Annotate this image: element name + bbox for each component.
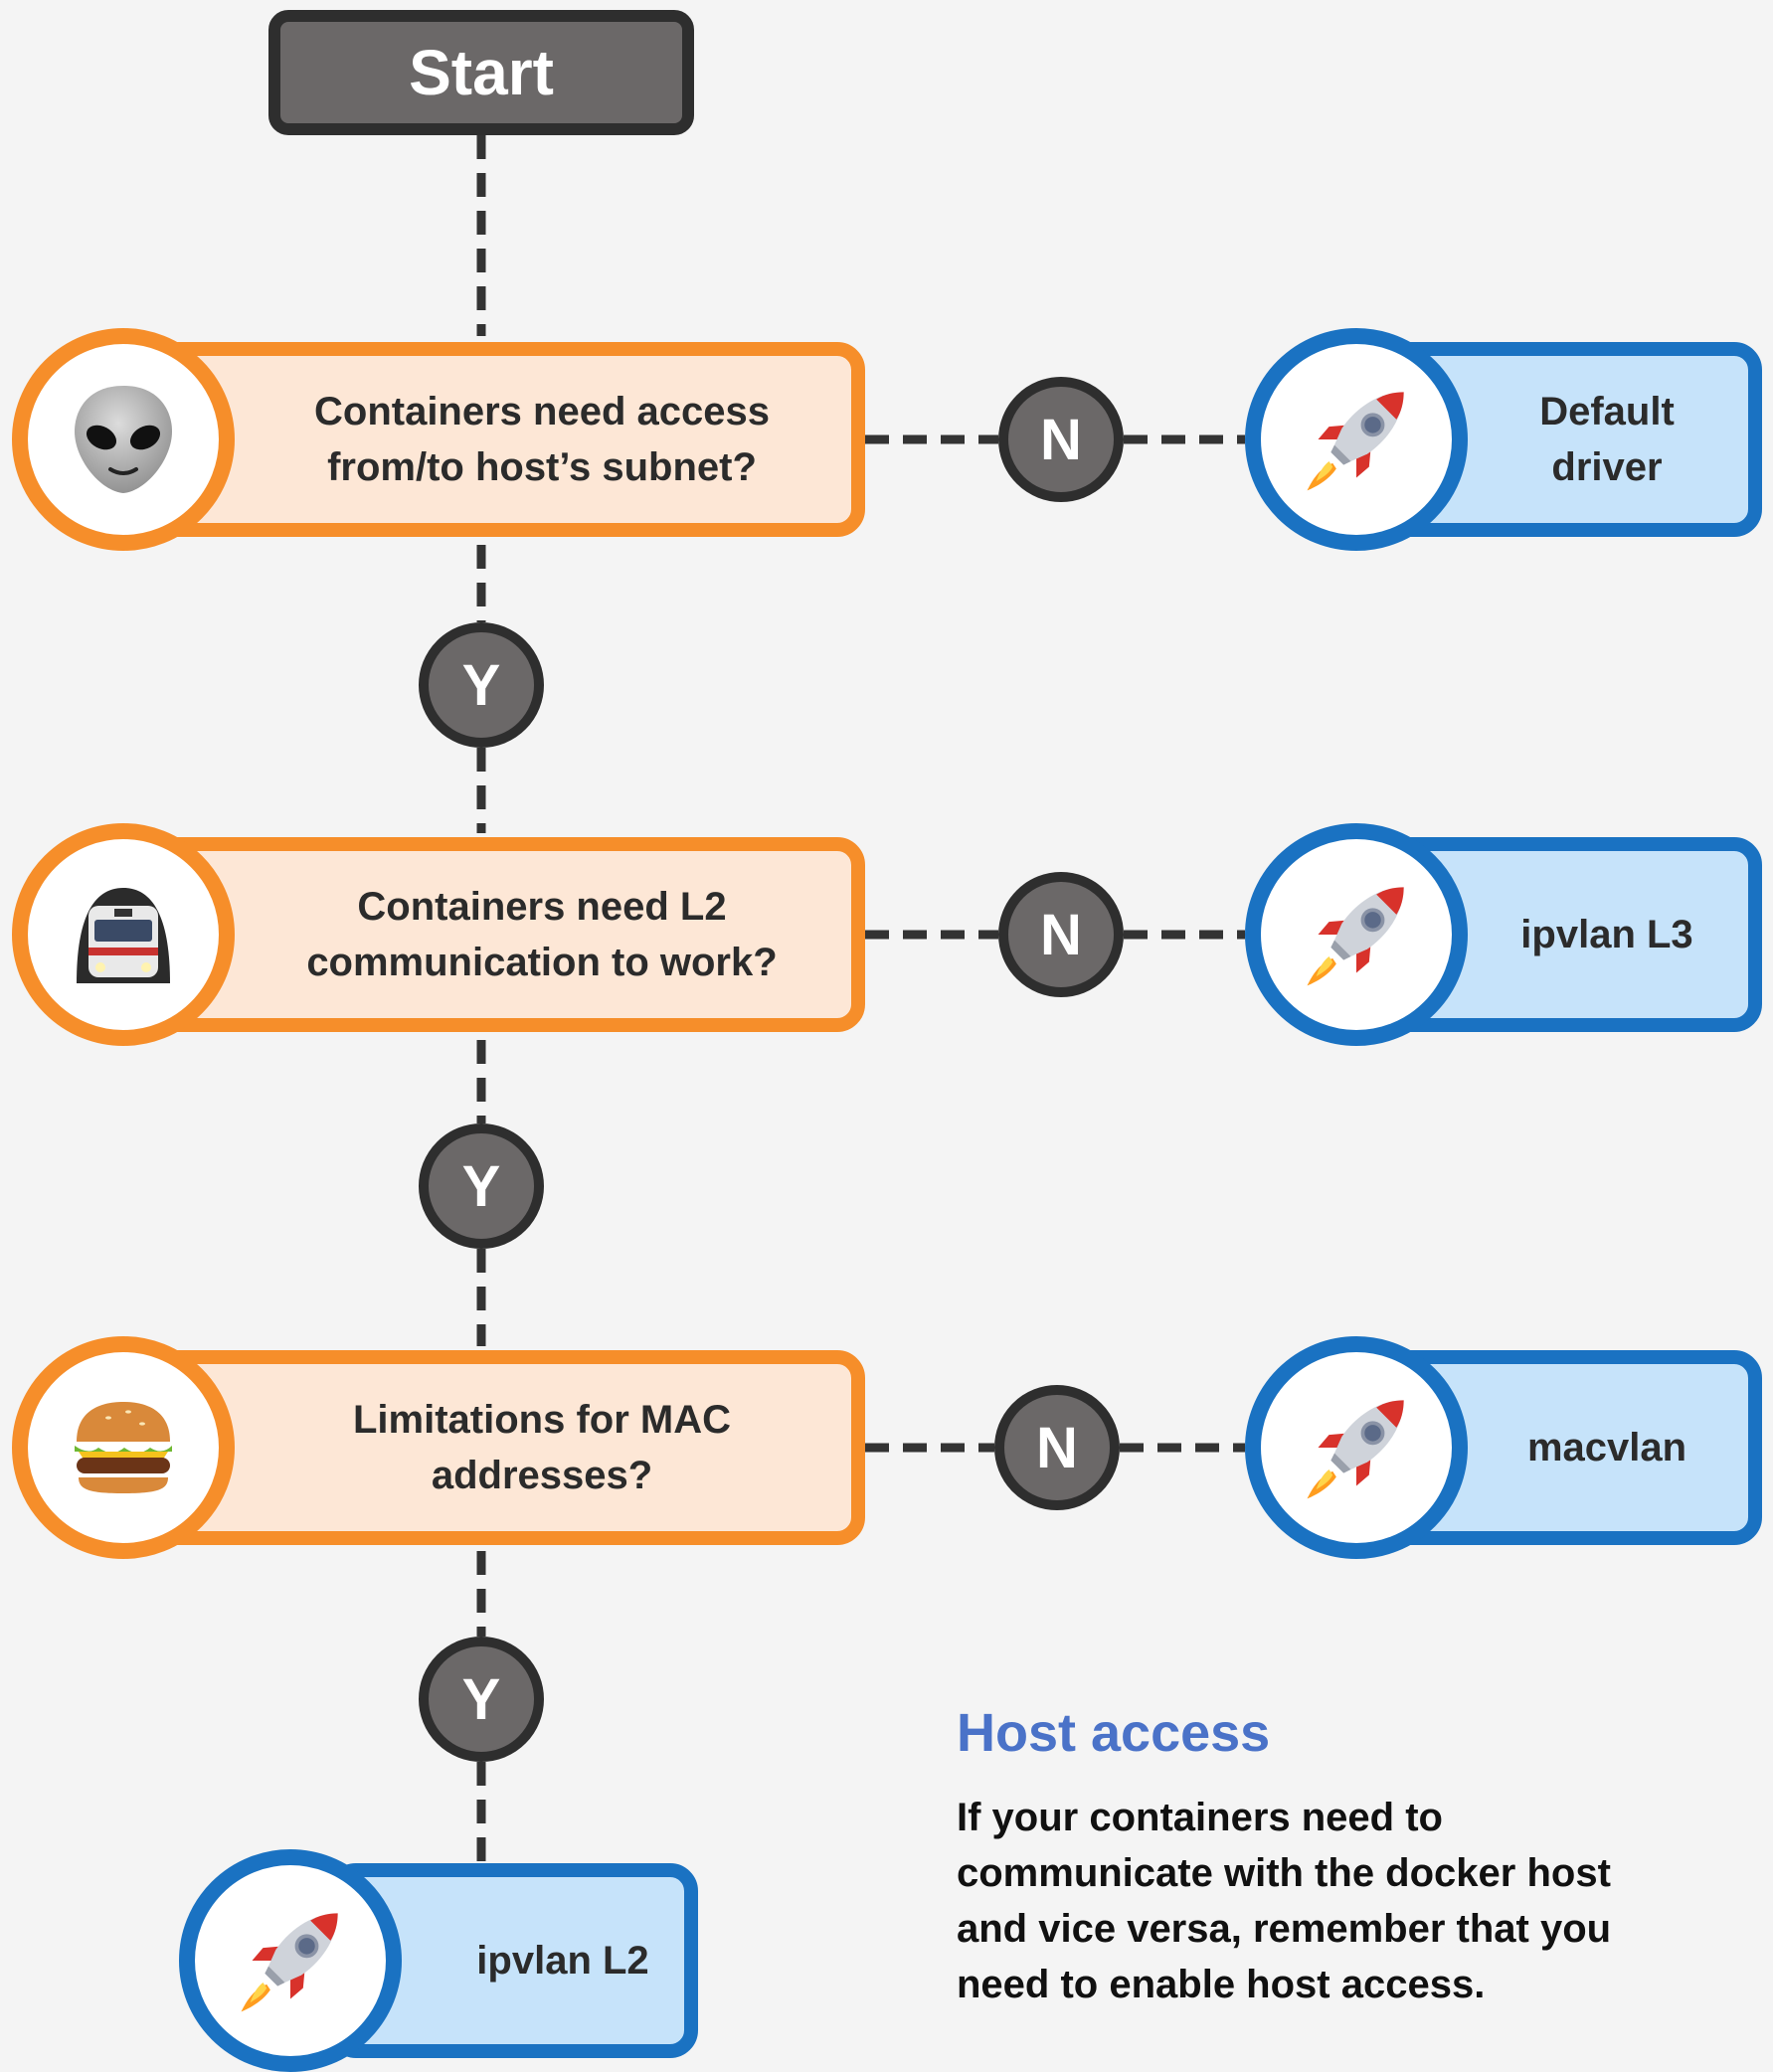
- rocket-icon: [1302, 880, 1411, 989]
- result-1-icon-circle: [1245, 328, 1468, 551]
- yes-node-2: Y: [419, 1123, 544, 1249]
- rocket-icon: [236, 1906, 345, 2015]
- question-2-icon-circle: [12, 823, 235, 1046]
- train-icon: [77, 888, 170, 983]
- question-2-box: Containers need L2 communication to work…: [149, 837, 865, 1032]
- rocket-icon: [1302, 385, 1411, 494]
- no-node-3: N: [994, 1385, 1120, 1510]
- no-node-2: N: [998, 872, 1124, 997]
- result-1-text: Default driver: [1539, 390, 1675, 489]
- yes-node-3: Y: [419, 1637, 544, 1762]
- question-2-text: Containers need L2 communication to work…: [306, 885, 778, 984]
- question-3-text: Limitations for MAC addresses?: [353, 1398, 731, 1497]
- question-1-text: Containers need access from/to host’s su…: [314, 390, 770, 489]
- no-node-1: N: [998, 377, 1124, 502]
- burger-icon: [75, 1402, 172, 1493]
- yes-label-3: Y: [461, 1666, 501, 1732]
- start-label: Start: [409, 37, 554, 108]
- result-3-icon-circle: [1245, 1336, 1468, 1559]
- no-label-1: N: [1040, 407, 1082, 472]
- alien-icon: [75, 386, 172, 493]
- yes-label-2: Y: [461, 1153, 501, 1219]
- result-2-icon-circle: [1245, 823, 1468, 1046]
- question-3-icon-circle: [12, 1336, 235, 1559]
- result-3-text: macvlan: [1526, 1426, 1687, 1469]
- final-result-text: ipvlan L2: [476, 1938, 649, 1983]
- note-title: Host access: [957, 1703, 1271, 1763]
- start-node: Start: [268, 10, 694, 135]
- result-2-text: ipvlan L3: [1520, 913, 1693, 956]
- no-label-3: N: [1036, 1415, 1078, 1480]
- note-body: If your containers need to communicate w…: [957, 1796, 1612, 2006]
- yes-node-1: Y: [419, 622, 544, 748]
- yes-label-1: Y: [461, 652, 501, 718]
- rocket-icon: [1302, 1393, 1411, 1502]
- question-1-box: Containers need access from/to host’s su…: [149, 342, 865, 537]
- question-1-icon-circle: [12, 328, 235, 551]
- no-label-2: N: [1040, 902, 1082, 967]
- question-3-box: Limitations for MAC addresses?: [149, 1350, 865, 1545]
- final-result-icon-circle: [179, 1849, 402, 2072]
